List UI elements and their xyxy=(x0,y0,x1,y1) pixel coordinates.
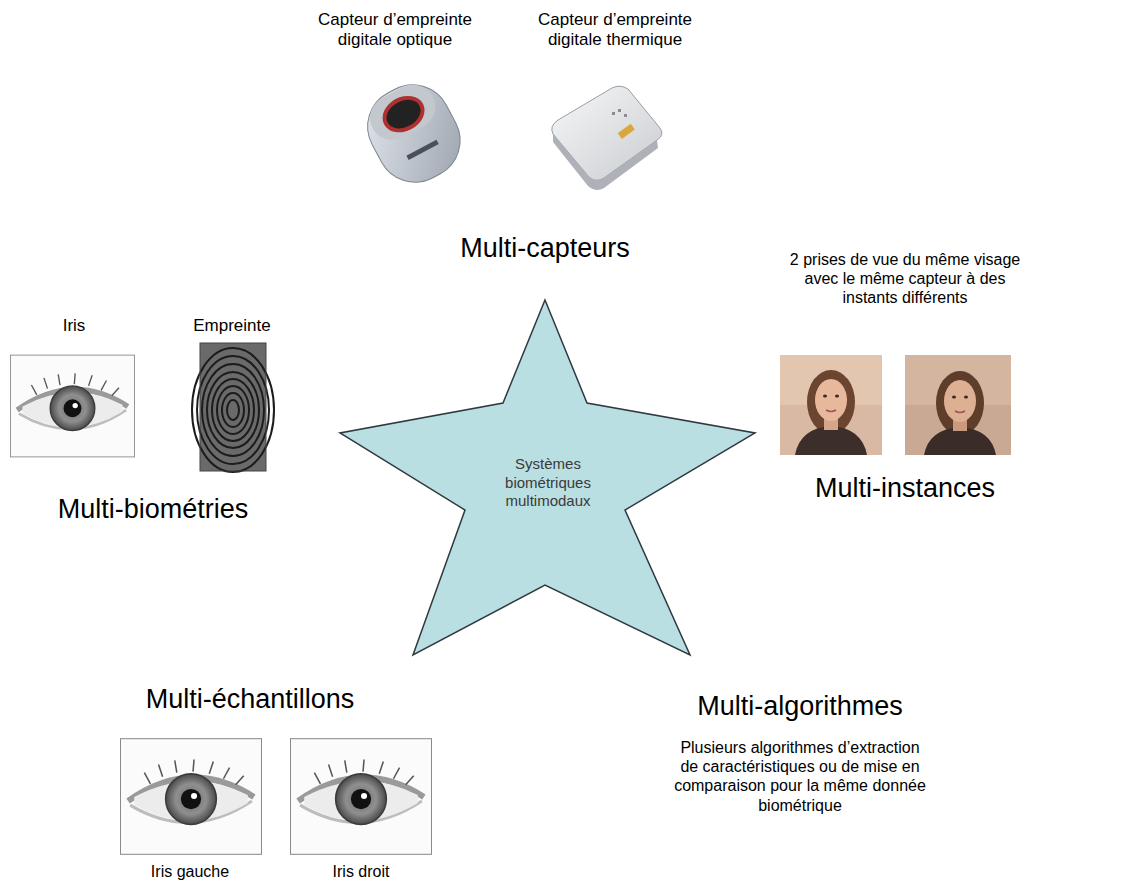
star-label: Systèmes biométriques multimodaux xyxy=(492,455,604,511)
optical-sensor xyxy=(354,71,473,195)
description-text: Plusieurs algorithmes d’extraction de ca… xyxy=(674,738,926,815)
star-shape xyxy=(340,300,755,655)
face-photo xyxy=(905,355,1011,455)
device-caption: Capteur d’empreinte digitale optique xyxy=(308,10,483,51)
image-caption: Iris gauche xyxy=(125,862,255,881)
category-title: Multi-capteurs xyxy=(385,232,705,264)
device-caption: Capteur d’empreinte digitale thermique xyxy=(528,10,703,51)
iris-image xyxy=(121,739,262,855)
iris-image xyxy=(291,739,432,855)
image-caption: Empreinte xyxy=(172,316,292,336)
category-title: Multi-biométries xyxy=(3,493,303,525)
fingerprint-image xyxy=(192,343,274,472)
central-star: Systèmes biométriques multimodaux xyxy=(335,295,760,660)
image-caption: Iris droit xyxy=(296,862,426,881)
category-title: Multi-instances xyxy=(755,472,1055,504)
iris-image xyxy=(10,355,134,457)
thermal-sensor xyxy=(552,86,662,190)
face-photo xyxy=(780,355,882,455)
category-title: Multi-algorithmes xyxy=(640,690,960,722)
description-text: 2 prises de vue du même visage avec le m… xyxy=(783,250,1028,308)
category-title: Multi-échantillons xyxy=(90,683,410,715)
image-caption: Iris xyxy=(34,316,114,336)
